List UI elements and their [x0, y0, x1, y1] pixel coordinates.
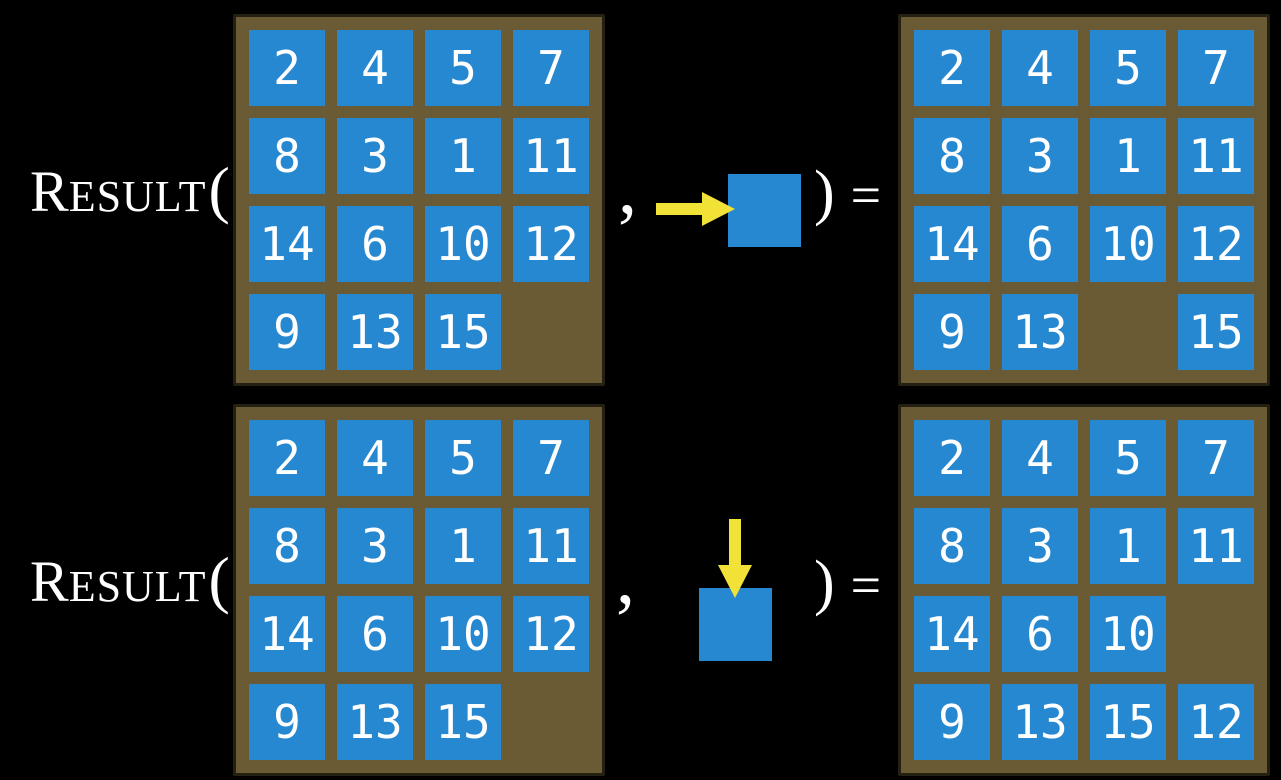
- tile-5: 5: [425, 420, 501, 496]
- tile-9: 9: [249, 684, 325, 760]
- tile-7: 7: [513, 420, 589, 496]
- tile-10: 10: [1090, 596, 1166, 672]
- tile-13: 13: [337, 294, 413, 370]
- tile-3: 3: [337, 508, 413, 584]
- tile-4: 4: [337, 420, 413, 496]
- function-rest: ESULT: [68, 172, 207, 221]
- tile-14: 14: [914, 206, 990, 282]
- tile-13: 13: [337, 684, 413, 760]
- tile-9: 9: [249, 294, 325, 370]
- tile-11: 11: [1178, 118, 1254, 194]
- close-paren-equals: ) =: [814, 162, 881, 224]
- tile-14: 14: [249, 596, 325, 672]
- empty-cell: [513, 684, 589, 760]
- tile-8: 8: [914, 118, 990, 194]
- tile-2: 2: [914, 420, 990, 496]
- down-arrow-icon: [718, 519, 752, 598]
- action-move-down: [699, 519, 772, 661]
- tile-8: 8: [249, 508, 325, 584]
- tile-7: 7: [1178, 30, 1254, 106]
- tile-14: 14: [914, 596, 990, 672]
- tile-12: 12: [513, 596, 589, 672]
- tile-9: 9: [914, 294, 990, 370]
- function-initial: R: [30, 549, 69, 614]
- right-arrow-icon: [656, 192, 735, 226]
- tile-11: 11: [513, 508, 589, 584]
- tile-4: 4: [1002, 30, 1078, 106]
- empty-cell: [1178, 596, 1254, 672]
- tile-10: 10: [425, 596, 501, 672]
- tile-15: 15: [1178, 294, 1254, 370]
- close-paren: ): [814, 159, 835, 227]
- tile-5: 5: [1090, 420, 1166, 496]
- action-move-right: [656, 174, 802, 247]
- close-paren: ): [814, 549, 835, 617]
- tile-15: 15: [1090, 684, 1166, 760]
- tile-7: 7: [513, 30, 589, 106]
- tile-15: 15: [425, 684, 501, 760]
- open-paren: (: [208, 154, 230, 225]
- blank-tile-square: [728, 174, 801, 247]
- tile-8: 8: [249, 118, 325, 194]
- tile-5: 5: [425, 30, 501, 106]
- tile-3: 3: [1002, 508, 1078, 584]
- empty-cell: [1090, 294, 1166, 370]
- tile-13: 13: [1002, 684, 1078, 760]
- tile-6: 6: [337, 206, 413, 282]
- tile-1: 1: [425, 118, 501, 194]
- tile-6: 6: [1002, 596, 1078, 672]
- function-rest: ESULT: [68, 562, 207, 611]
- tile-1: 1: [425, 508, 501, 584]
- tile-8: 8: [914, 508, 990, 584]
- tile-1: 1: [1090, 118, 1166, 194]
- tile-14: 14: [249, 206, 325, 282]
- function-initial: R: [30, 159, 69, 224]
- open-paren: (: [208, 544, 230, 615]
- tile-6: 6: [1002, 206, 1078, 282]
- comma-separator: ,: [618, 146, 637, 230]
- tile-10: 10: [1090, 206, 1166, 282]
- comma-separator: ,: [616, 536, 635, 620]
- tile-7: 7: [1178, 420, 1254, 496]
- tile-1: 1: [1090, 508, 1166, 584]
- tile-9: 9: [914, 684, 990, 760]
- tile-4: 4: [337, 30, 413, 106]
- tile-12: 12: [1178, 684, 1254, 760]
- tile-13: 13: [1002, 294, 1078, 370]
- tile-6: 6: [337, 596, 413, 672]
- equals-sign: =: [850, 555, 882, 615]
- tile-5: 5: [1090, 30, 1166, 106]
- equals-sign: =: [850, 165, 882, 225]
- tile-2: 2: [249, 30, 325, 106]
- tile-2: 2: [249, 420, 325, 496]
- blank-tile-square: [699, 588, 772, 661]
- tile-11: 11: [513, 118, 589, 194]
- tile-11: 11: [1178, 508, 1254, 584]
- tile-10: 10: [425, 206, 501, 282]
- tile-4: 4: [1002, 420, 1078, 496]
- empty-cell: [513, 294, 589, 370]
- close-paren-equals: ) =: [814, 552, 881, 614]
- tile-15: 15: [425, 294, 501, 370]
- tile-12: 12: [513, 206, 589, 282]
- tile-3: 3: [337, 118, 413, 194]
- tile-3: 3: [1002, 118, 1078, 194]
- tile-2: 2: [914, 30, 990, 106]
- tile-12: 12: [1178, 206, 1254, 282]
